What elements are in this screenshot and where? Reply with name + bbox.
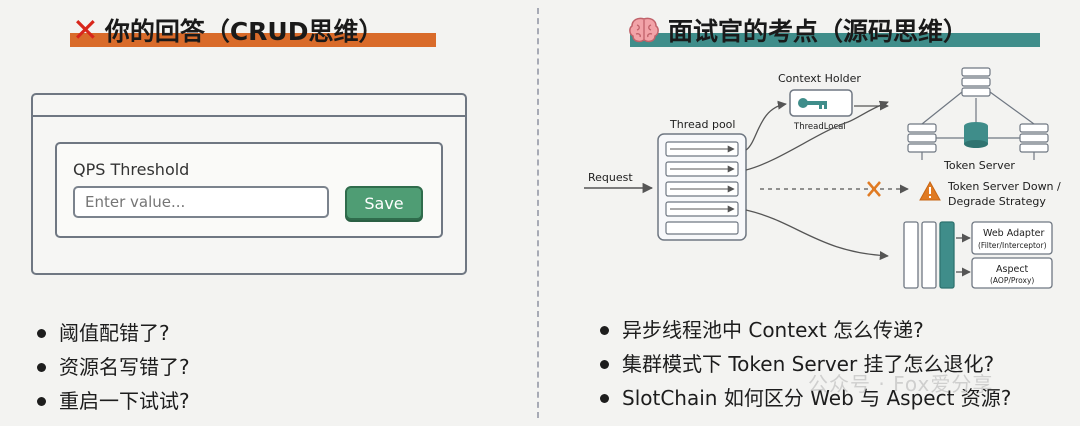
aspect-label: Aspect xyxy=(996,264,1029,275)
left-title-text: 你的回答（CRUD思维） xyxy=(104,17,384,46)
list-item: 阈值配错了? xyxy=(33,316,190,350)
brain-icon xyxy=(629,17,659,43)
window-titlebar-divider xyxy=(33,115,465,117)
left-title-underline xyxy=(70,33,436,47)
token-server-down-label: Token Server Down / xyxy=(947,180,1061,193)
list-item: 异步线程池中 Context 怎么传递? xyxy=(596,313,1011,347)
request-label: Request xyxy=(588,171,633,184)
right-bullet-list: 异步线程池中 Context 怎么传递? 集群模式下 Token Server … xyxy=(596,313,1011,415)
warning-icon xyxy=(919,180,941,201)
web-adapter-sub-label: (Filter/Interceptor) xyxy=(978,241,1047,250)
qps-threshold-label: QPS Threshold xyxy=(73,160,190,179)
qps-threshold-input[interactable] xyxy=(73,186,329,218)
right-title: 面试官的考点（源码思维） xyxy=(628,8,968,52)
architecture-diagram: Request Thread pool Context Holder Threa… xyxy=(584,67,1061,289)
right-title-text: 面试官的考点（源码思维） xyxy=(668,17,969,46)
database-icon xyxy=(964,122,988,148)
aspect-box xyxy=(971,257,1053,289)
token-server-cluster xyxy=(907,67,1049,160)
slot-chain-blocks xyxy=(903,221,955,289)
save-button[interactable]: Save xyxy=(345,186,423,220)
token-server-label: Token Server xyxy=(943,159,1015,172)
list-item: 集群模式下 Token Server 挂了怎么退化? xyxy=(596,347,1011,381)
list-item: SlotChain 如何区分 Web 与 Aspect 资源? xyxy=(596,381,1011,415)
context-holder-label: Context Holder xyxy=(778,72,861,85)
list-item: 重启一下试试? xyxy=(33,384,190,418)
qps-form-card: QPS Threshold Save xyxy=(55,142,443,238)
key-icon xyxy=(798,98,827,109)
cross-icon xyxy=(867,181,881,197)
thread-local-label: ThreadLocal xyxy=(793,122,846,132)
app-window-mockup: QPS Threshold Save xyxy=(31,93,467,275)
left-title: ✕ 你的回答（CRUD思维） xyxy=(72,8,383,52)
degrade-strategy-label: Degrade Strategy xyxy=(948,195,1046,208)
left-bullet-list: 阈值配错了? 资源名写错了? 重启一下试试? xyxy=(33,316,190,418)
aspect-sub-label: (AOP/Proxy) xyxy=(990,276,1034,285)
thread-to-adapter-arrow xyxy=(745,209,889,261)
thread-pool-box xyxy=(657,133,747,241)
thread-to-context-arrow xyxy=(745,100,787,151)
center-divider xyxy=(537,8,539,418)
web-adapter-label: Web Adapter xyxy=(983,228,1045,239)
cross-icon: ✕ xyxy=(72,11,99,49)
thread-pool-label: Thread pool xyxy=(669,118,735,131)
thread-to-cluster-arrow xyxy=(745,100,889,171)
web-adapter-box xyxy=(971,221,1053,255)
right-title-underline xyxy=(630,33,1040,47)
list-item: 资源名写错了? xyxy=(33,350,190,384)
watermark: 公众号 · Fox爱分享 xyxy=(808,372,994,396)
